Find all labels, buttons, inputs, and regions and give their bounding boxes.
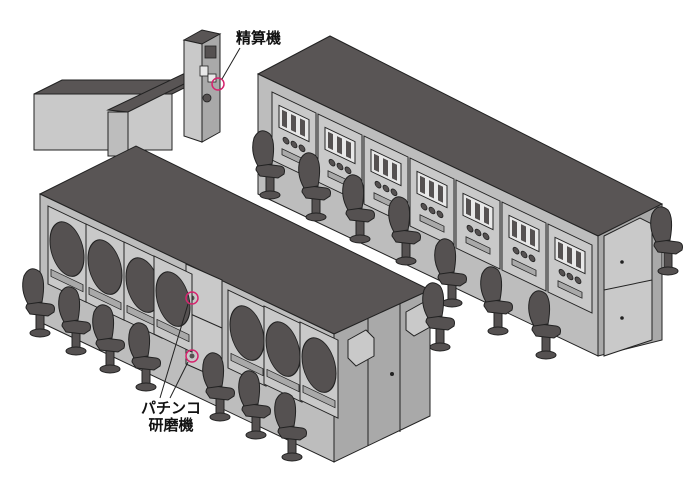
pachinko-polisher-label: パチンコ 研磨機 <box>136 400 206 434</box>
settlement-machine-label: 精算機 <box>236 29 282 47</box>
polisher-callout-circle-upper <box>185 291 199 305</box>
polisher-callout-line-lower <box>169 361 189 399</box>
settlement-callout-line <box>221 47 241 80</box>
pachinko-polisher-label-line1: パチンコ <box>140 399 201 417</box>
polisher-callout-line-upper <box>159 303 189 399</box>
settlement-callout-circle <box>211 77 225 91</box>
polisher-callout-circle-lower <box>185 349 199 363</box>
settlement-machine <box>182 29 222 143</box>
pachinko-polisher-label-line2: 研磨機 <box>148 416 194 434</box>
